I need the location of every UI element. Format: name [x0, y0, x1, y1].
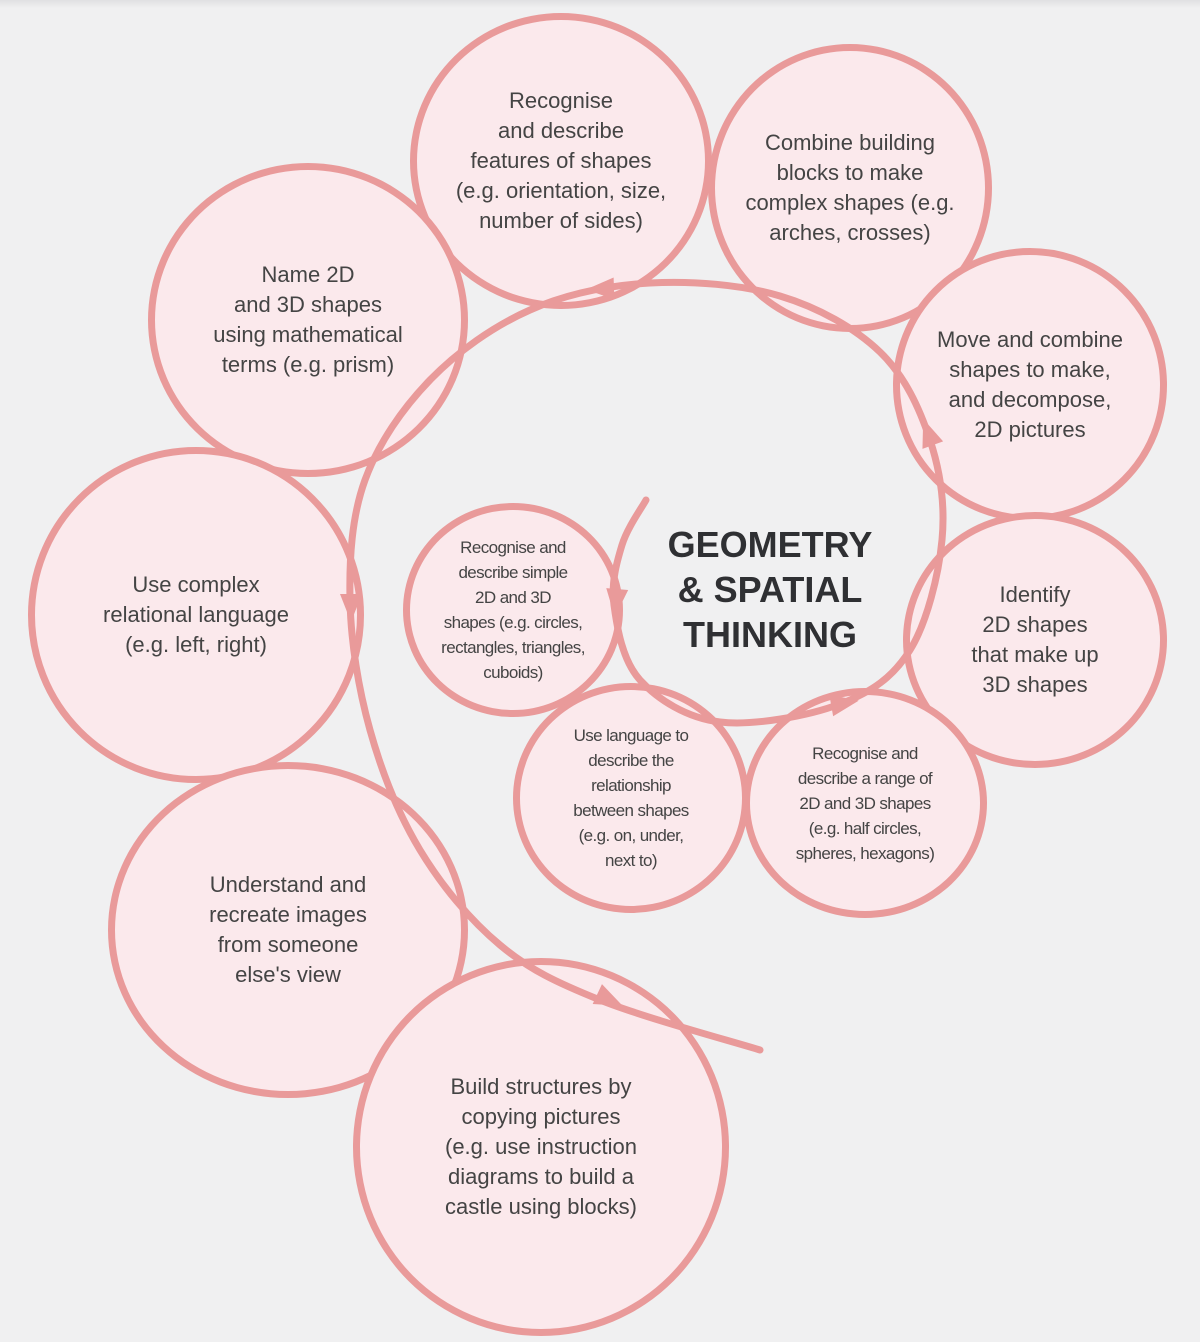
node-text: Identify 2D shapes that make up 3D shape… [971, 582, 1099, 697]
diagram-title: GEOMETRY & SPATIAL THINKING [667, 524, 873, 655]
node-text: Combine building blocks to make complex … [745, 130, 955, 245]
node-recognise-range: Recognise and describe a range of 2D and… [743, 688, 987, 918]
node-text: Recognise and describe features of shape… [455, 88, 667, 233]
node-build-structures: Build structures by copying pictures (e.… [353, 958, 729, 1336]
node-use-language: Use language to describe the relationshi… [513, 683, 749, 913]
node-name-shapes: Name 2D and 3D shapes using mathematical… [148, 163, 468, 477]
node-move-combine: Move and combine shapes to make, and dec… [893, 248, 1167, 522]
node-text: Name 2D and 3D shapes using mathematical… [213, 262, 403, 377]
node-recognise-simple: Recognise and describe simple 2D and 3D … [403, 503, 623, 717]
node-text: Use language to describe the relationshi… [573, 726, 689, 870]
node-text: Recognise and describe a range of 2D and… [795, 743, 935, 863]
node-recognise-features: Recognise and describe features of shape… [410, 13, 712, 309]
node-text: Build structures by copying pictures (e.… [445, 1074, 637, 1219]
node-relational-language: Use complex relational language (e.g. le… [28, 447, 364, 783]
node-text: Understand and recreate images from some… [209, 872, 367, 987]
node-text: Move and combine shapes to make, and dec… [937, 327, 1123, 442]
top-edge [0, 0, 1200, 8]
node-text: Recognise and describe simple 2D and 3D … [441, 538, 585, 682]
node-text: Use complex relational language (e.g. le… [103, 572, 289, 657]
